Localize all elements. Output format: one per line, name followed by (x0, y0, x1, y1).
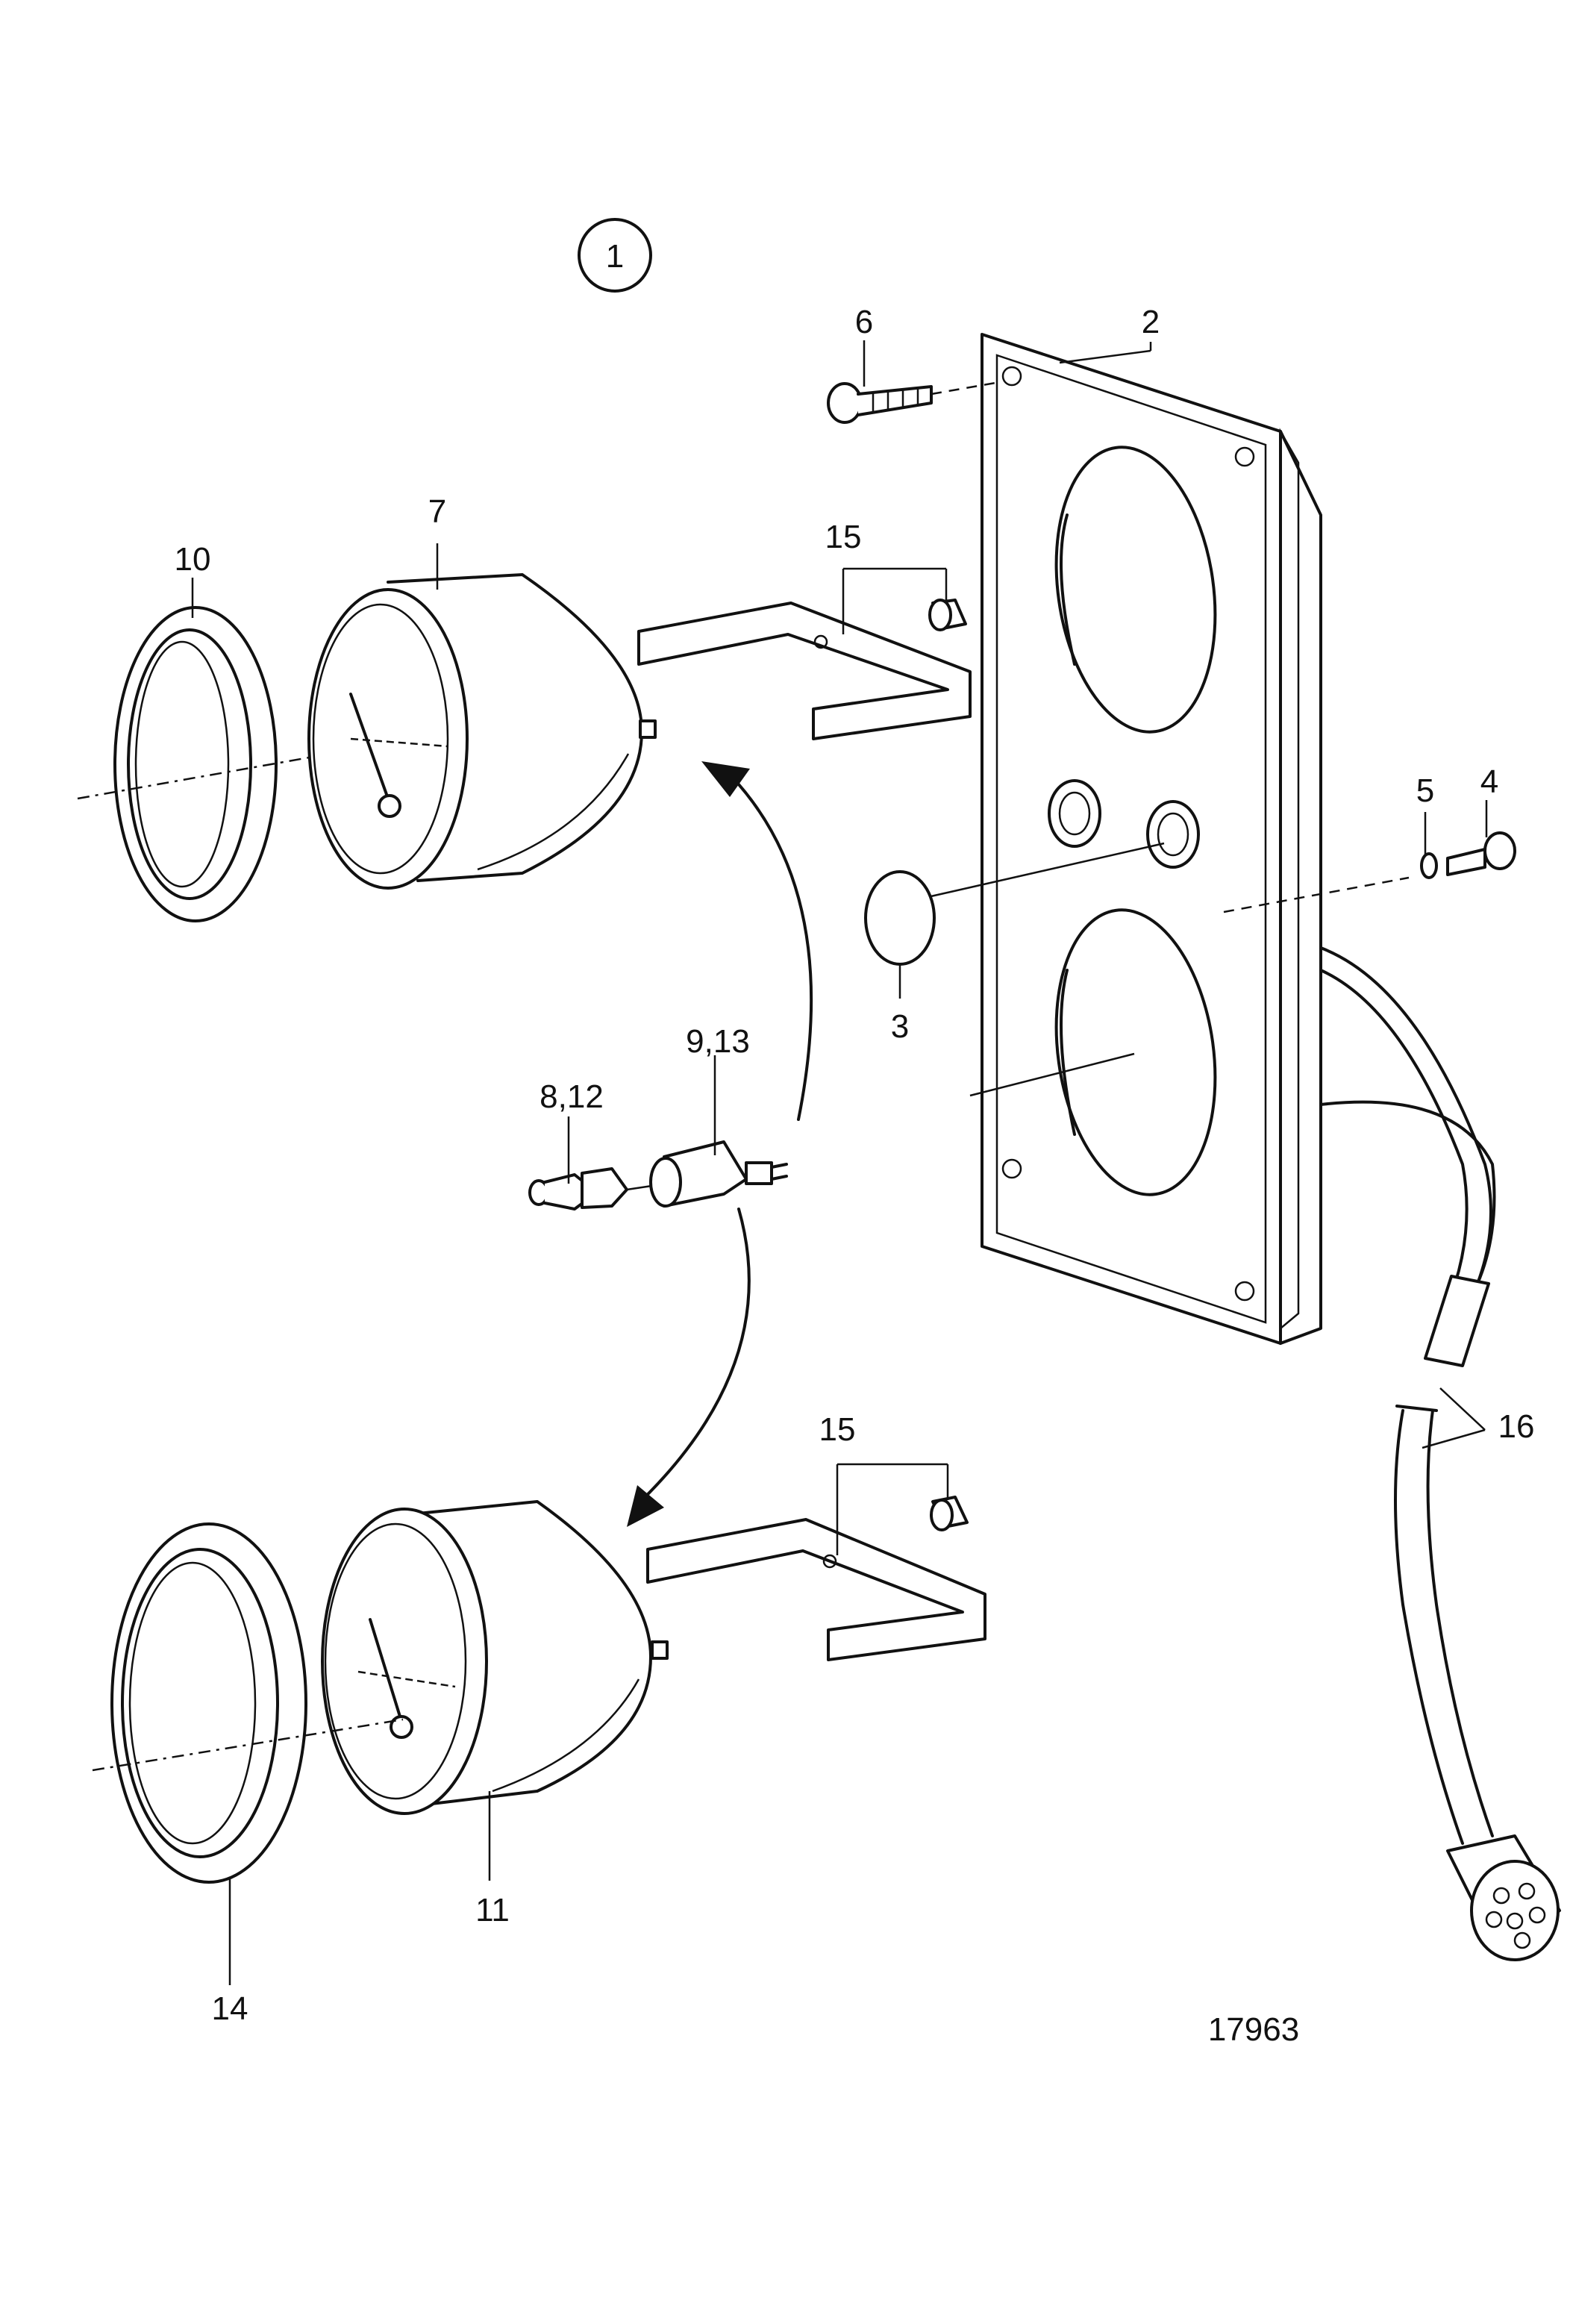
upper-bezel-ring (77, 606, 314, 922)
upper-nut (928, 599, 967, 631)
callout-10: 10 (175, 541, 211, 578)
cable-connector (1446, 1834, 1561, 1961)
group-marker: 1 (578, 218, 652, 293)
screw-6 (827, 381, 1001, 424)
callout-5: 5 (1416, 772, 1434, 809)
callout-4: 4 (1480, 763, 1498, 800)
blanking-plug-3 (864, 870, 936, 966)
lower-nut (930, 1496, 969, 1531)
leader-lines (191, 340, 1488, 1985)
callout-16: 16 (1498, 1408, 1535, 1445)
assembly-arrows (627, 761, 813, 1527)
callout-15-bottom: 15 (819, 1411, 856, 1448)
callout-7: 7 (428, 493, 446, 530)
upper-bracket (637, 599, 972, 740)
callout-8-12: 8,12 (540, 1078, 604, 1115)
group-marker-text: 1 (606, 238, 624, 275)
callout-2: 2 (1142, 304, 1160, 340)
lower-gauge (321, 1500, 669, 1815)
callout-6: 6 (855, 304, 873, 340)
lower-bracket (646, 1496, 986, 1661)
lower-bezel-ring (92, 1522, 404, 1884)
callout-11: 11 (475, 1892, 510, 1928)
bulb-and-holder (528, 1140, 788, 1211)
callout-14: 14 (212, 1990, 248, 2027)
upper-gauge (307, 573, 657, 890)
callout-3: 3 (891, 1008, 909, 1045)
callout-labels: 6 2 7 10 15 5 4 3 9,13 8,12 15 16 11 14 (175, 304, 1535, 2027)
wiring-harness (1319, 946, 1561, 1961)
instrument-panel (917, 333, 1410, 1345)
screw-4-washer-5 (1420, 831, 1516, 879)
callout-9-13: 9,13 (686, 1023, 750, 1060)
drawing-number: 17963 (1208, 2011, 1299, 2048)
callout-15-top: 15 (825, 519, 862, 555)
